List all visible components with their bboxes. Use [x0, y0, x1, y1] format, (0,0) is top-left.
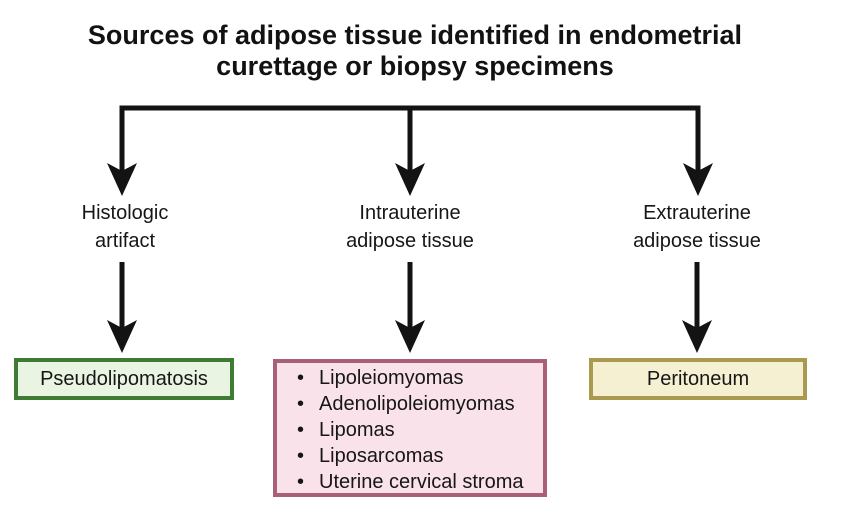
- branch-label-histologic-artifact: Histologic artifact: [40, 199, 210, 255]
- diagram-title: Sources of adipose tissue identified in …: [87, 20, 743, 81]
- list-item: Uterine cervical stroma: [293, 469, 543, 495]
- result-box-label: Peritoneum: [646, 367, 750, 390]
- arrow-to-peritoneum-box: [682, 262, 712, 353]
- arrow-to-pseudolipomatosis-box: [107, 262, 137, 353]
- arrow-to-intrauterine-box: [395, 262, 425, 353]
- branch-label-line: Histologic: [81, 202, 169, 224]
- list-item: Lipoleiomyomas: [293, 365, 543, 391]
- list-item: Lipomas: [293, 417, 543, 443]
- arrow-to-intrauterine: [395, 108, 425, 196]
- branch-label-line: Extrauterine: [643, 202, 751, 224]
- arrow-to-histologic-artifact: [107, 106, 137, 196]
- branch-label-line: artifact: [94, 230, 156, 252]
- list-item-label: Lipomas: [319, 419, 395, 441]
- list-item: Liposarcomas: [293, 443, 543, 469]
- branch-label-line: adipose tissue: [633, 230, 761, 252]
- result-box-intrauterine-sources: Lipoleiomyomas Adenolipoleiomyomas Lipom…: [273, 359, 547, 497]
- list-item-label: Liposarcomas: [319, 445, 444, 467]
- list-item-label: Lipoleiomyomas: [319, 367, 464, 389]
- branch-label-line: adipose tissue: [346, 230, 474, 252]
- intrauterine-source-list: Lipoleiomyomas Adenolipoleiomyomas Lipom…: [277, 365, 543, 495]
- list-item-label: Adenolipoleiomyomas: [319, 393, 515, 415]
- result-box-peritoneum: Peritoneum: [589, 358, 807, 400]
- arrow-to-extrauterine: [683, 106, 713, 196]
- list-item: Adenolipoleiomyomas: [293, 391, 543, 417]
- result-box-pseudolipomatosis: Pseudolipomatosis: [14, 358, 234, 400]
- result-box-label: Pseudolipomatosis: [40, 367, 208, 390]
- branch-label-extrauterine: Extrauterine adipose tissue: [587, 199, 807, 255]
- branch-label-intrauterine: Intrauterine adipose tissue: [300, 199, 520, 255]
- branch-label-line: Intrauterine: [359, 202, 461, 224]
- list-item-label: Uterine cervical stroma: [319, 471, 524, 493]
